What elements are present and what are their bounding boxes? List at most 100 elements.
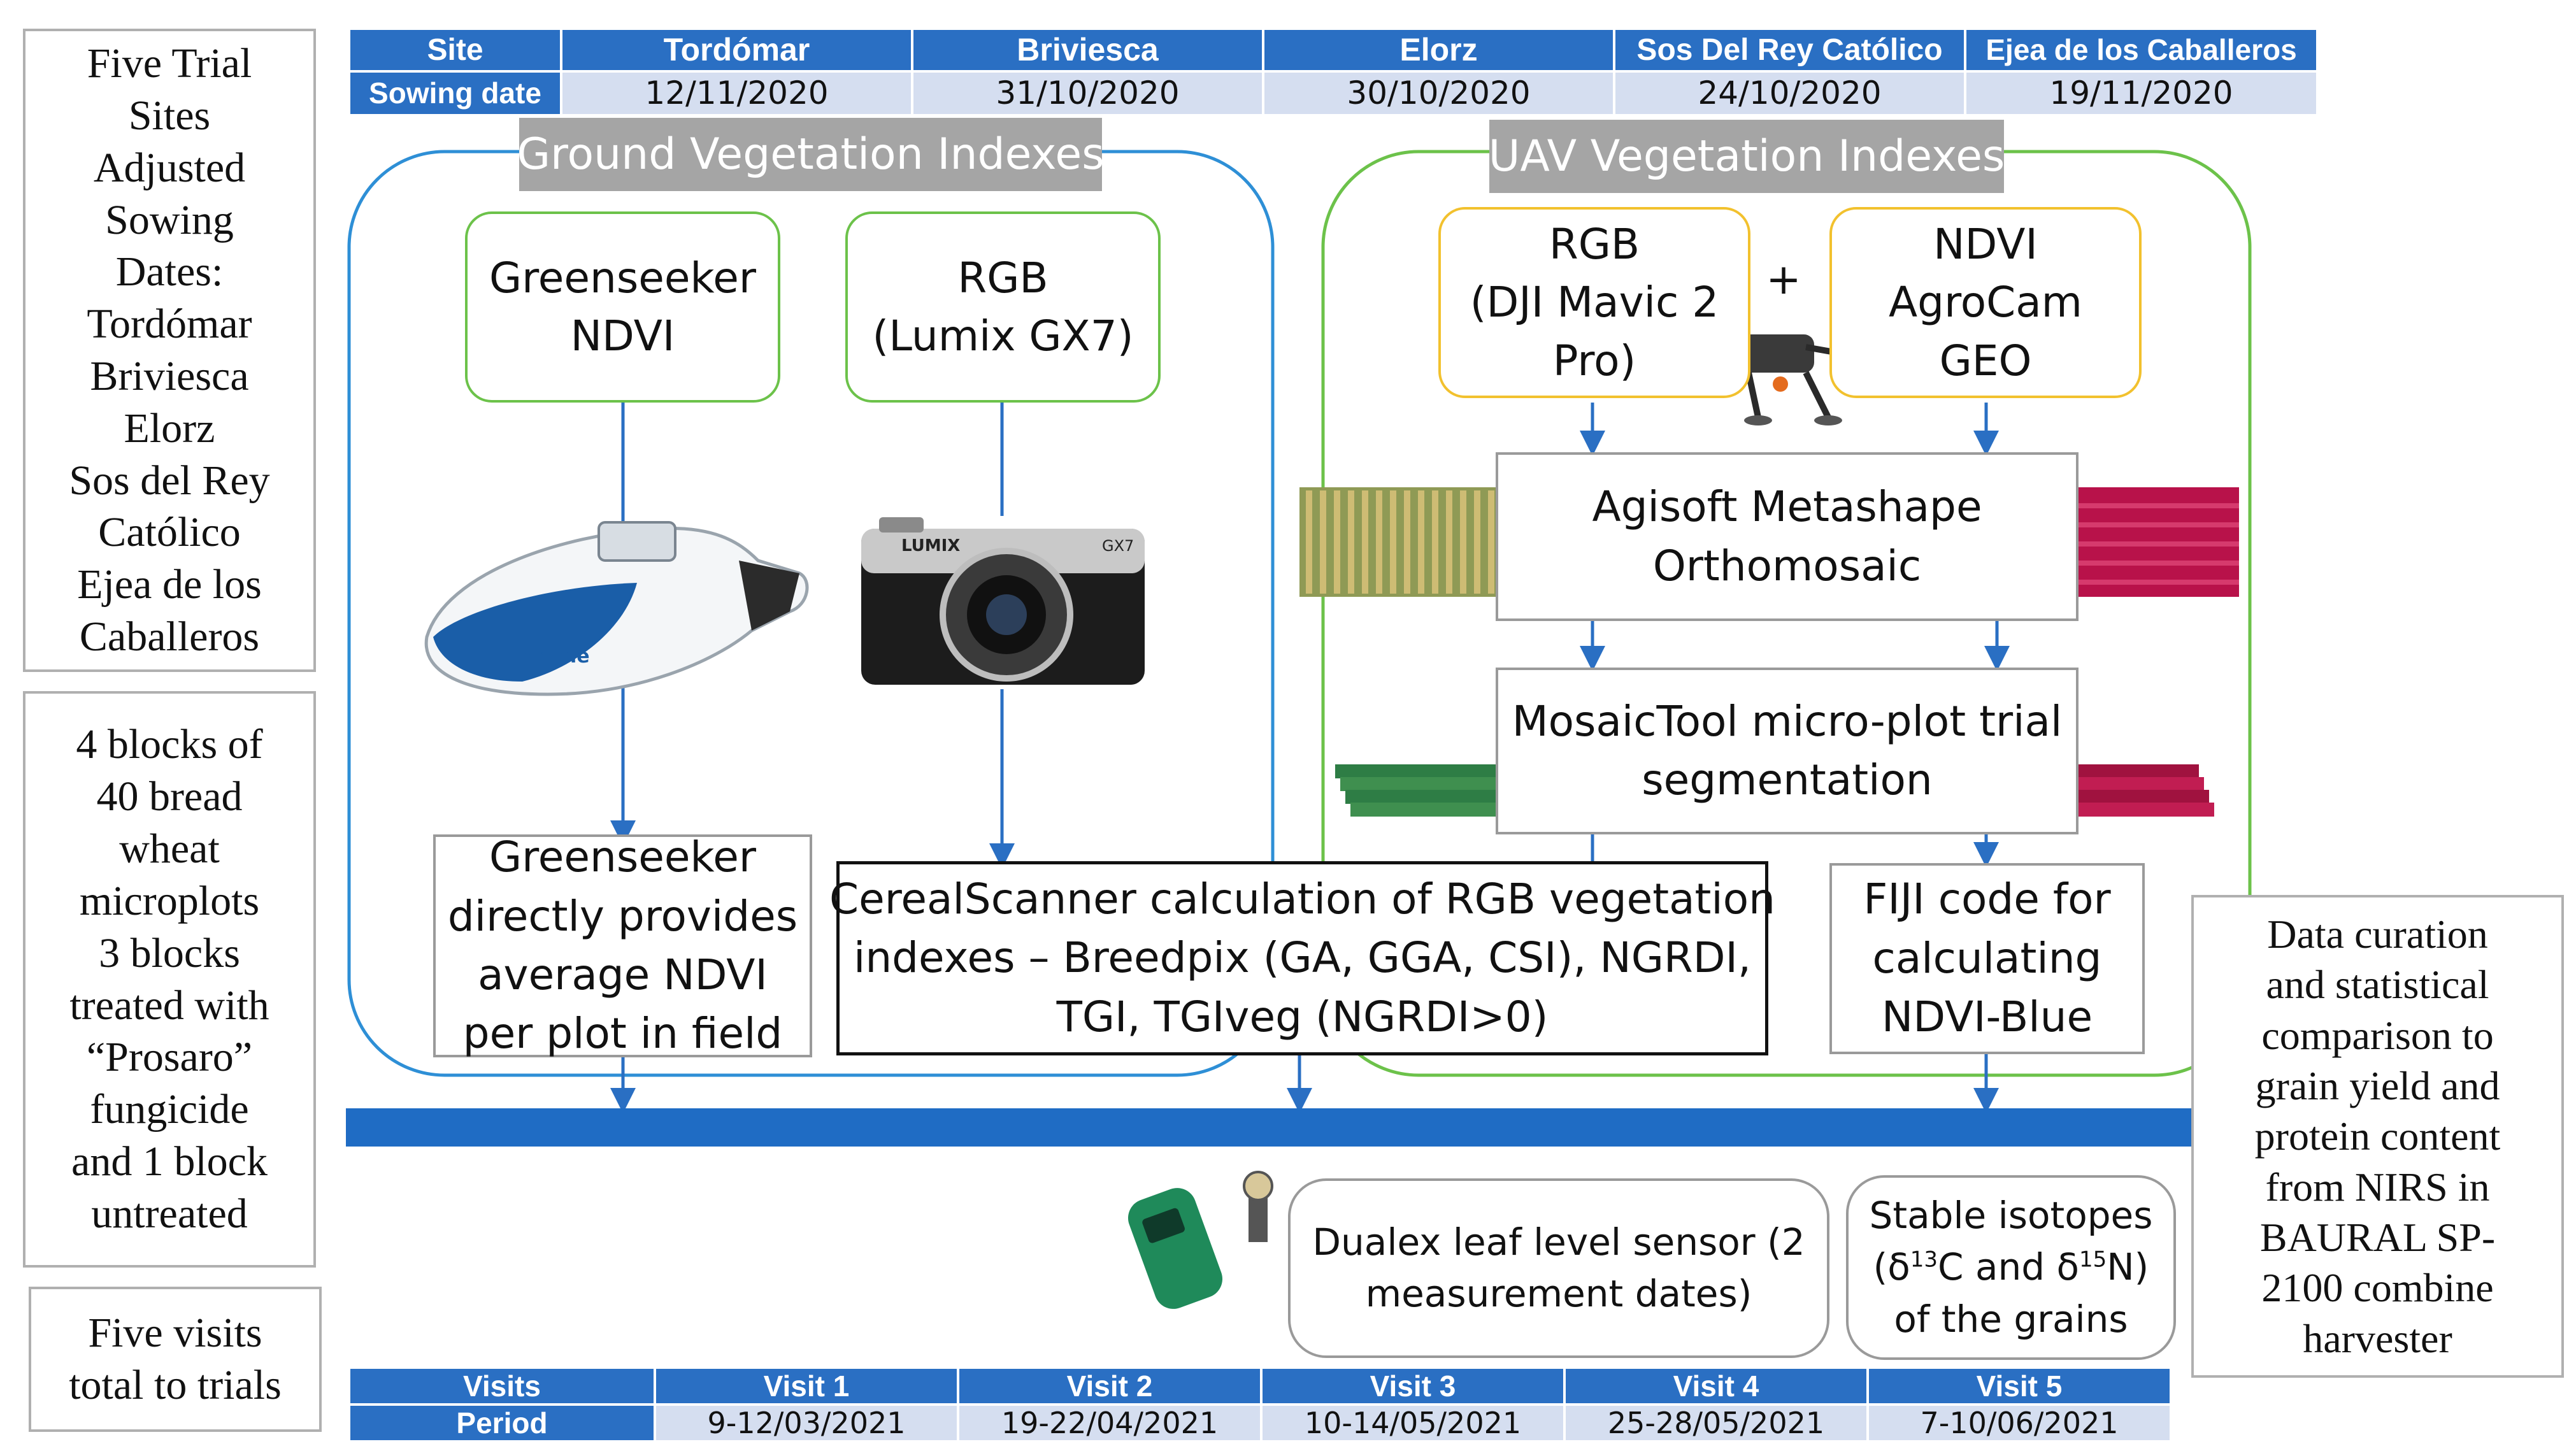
box-line: harvester [2303,1315,2452,1361]
camera-brand-text: LUMIX [901,536,960,555]
uav-section-label: UAV Vegetation Indexes [1489,120,2005,193]
box-line: (DJI Mavic 2 [1470,278,1719,327]
box-line: (Lumix GX7) [872,311,1134,361]
box-line: of the grains [1894,1297,2128,1341]
period-row: Period 9-12/03/2021 19-22/04/2021 10-14/… [348,1403,2172,1443]
box-line: calculating [1872,933,2102,983]
panel-line: 40 bread [96,773,243,820]
panel-line: “Prosaro” [86,1034,253,1081]
timeline-arrow [346,1092,2220,1162]
rgb-lumix-box: RGB (Lumix GX7) [845,211,1161,403]
agisoft-orthomosaic-box: Agisoft Metashape Orthomosaic [1496,452,2079,621]
box-line: Dualex leaf level sensor (2 [1312,1220,1805,1264]
visit-period: 10-14/05/2021 [1260,1403,1566,1443]
data-curation-box: Data curation and statistical comparison… [2191,895,2564,1378]
panel-line: Tordómar [87,301,252,348]
greenseeker-device-image: Trimble [424,521,809,696]
sowing-date: 12/11/2020 [560,69,913,117]
camera-model-text: GX7 [1102,537,1134,555]
visits-table: Visits Visit 1 Visit 2 Visit 3 Visit 4 V… [348,1366,2172,1443]
site-name: Elorz [1262,27,1615,73]
box-line: FIJI code for [1863,875,2111,924]
panel-line: fungicide [90,1086,249,1133]
box-line: grain yield and [2255,1062,2500,1108]
panel-line: Sos del Rey [69,457,270,504]
formula-part: C and δ [1938,1245,2080,1289]
greenseeker-result-box: Greenseeker directly provides average ND… [433,833,812,1058]
panel-line: total to trials [69,1362,282,1408]
box-line: Orthomosaic [1652,541,1922,590]
panel-line: Briviesca [90,353,249,399]
box-line: Agisoft Metashape [1592,482,1982,532]
panel-line: Ejea de los [77,561,262,608]
box-line: AgroCam [1889,278,2082,327]
box-line: and statistical [2266,962,2489,1008]
site-name: Ejea de los Caballeros [1964,27,2319,73]
plus-sign: + [1766,255,1801,304]
box-line: indexes – Breedpix (GA, GGA, CSI), NGRDI… [853,933,1751,983]
nitrogen-isotope-sup: 15 [2079,1247,2107,1273]
panel-line: Elorz [124,404,215,452]
panel-line: wheat [119,826,220,873]
visit-name: Visit 1 [654,1366,959,1406]
box-line: Stable isotopes [1869,1194,2153,1238]
greenseeker-ndvi-box: Greenseeker NDVI [465,211,780,403]
box-line: Data curation [2267,911,2488,957]
uav-ndvi-sensor-box: NDVI AgroCam GEO [1829,207,2142,398]
panel-line: Católico [98,509,241,556]
box-line: NDVI [570,311,675,361]
stable-isotopes-box: Stable isotopes (δ13C and δ15N) of the g… [1846,1175,2176,1360]
site-table: Site Tordómar Briviesca Elorz Sos Del Re… [348,27,2319,117]
box-line: MosaicTool micro-plot trial [1512,696,2063,746]
sowing-date: 19/11/2020 [1964,69,2319,117]
panel-line: Sites [128,92,211,139]
site-row: Site Tordómar Briviesca Elorz Sos Del Re… [348,27,2319,73]
ground-section-label: Ground Vegetation Indexes [517,118,1105,191]
box-line: TGI, TGIveg (NGRDI>0) [1056,992,1549,1041]
dualex-sensor-box: Dualex leaf level sensor (2 measurement … [1288,1178,1829,1358]
box-line: GEO [1939,336,2032,385]
box-line: measurement dates) [1365,1272,1752,1315]
box-line: Pro) [1552,336,1636,385]
box-line: protein content [2254,1113,2501,1159]
box-line: directly provides [447,891,798,941]
box-line: NDVI [1933,220,2038,269]
panel-line: treated with [69,982,269,1029]
visit-period: 19-22/04/2021 [957,1403,1263,1443]
sowing-date-label: Sowing date [348,69,562,117]
visit-period: 9-12/03/2021 [654,1403,959,1443]
box-line: RGB [1549,220,1640,269]
visit-period: 25-28/05/2021 [1563,1403,1869,1443]
box-line: RGB [957,253,1048,303]
sowing-date: 30/10/2020 [1262,69,1615,117]
cerealscanner-box: CerealScanner calculation of RGB vegetat… [829,861,1775,1055]
visits-header-label: Visits [348,1366,656,1406]
panel-line: untreated [91,1190,248,1237]
site-name: Sos Del Rey Católico [1613,27,1966,73]
visit-name: Visit 3 [1260,1366,1566,1406]
site-name: Briviesca [911,27,1264,73]
sowing-date: 31/10/2020 [911,69,1264,117]
period-label: Period [348,1403,656,1443]
visit-name: Visit 5 [1866,1366,2172,1406]
box-line: average NDVI [478,950,768,999]
blocks-text: 4 blocks of 40 bread wheat microplots 3 … [69,718,269,1240]
panel-line: and 1 block [71,1138,268,1185]
box-line: Greenseeker [489,833,757,882]
visits-row: Visits Visit 1 Visit 2 Visit 3 Visit 4 V… [348,1366,2172,1406]
isotope-formula: (δ13C and δ15N) [1870,1241,2153,1293]
box-line: Greenseeker [489,253,757,303]
lumix-camera-image: LUMIX GX7 [861,517,1145,685]
panel-line: 3 blocks [99,929,240,976]
carbon-isotope-sup: 13 [1910,1247,1938,1273]
box-line: BAURAL SP- [2259,1215,2496,1261]
trial-sites-text: Five Trial Sites Adjusted Sowing Dates: … [69,38,269,663]
box-line: NDVI-Blue [1881,992,2093,1042]
panel-line: Caballeros [79,613,260,661]
uav-rgb-sensor-box: RGB (DJI Mavic 2 Pro) [1438,207,1750,398]
box-line: per plot in field [462,1009,783,1059]
visit-name: Visit 4 [1563,1366,1869,1406]
visits-text: Five visits total to trials [69,1307,282,1412]
visit-period: 7-10/06/2021 [1866,1403,2172,1443]
site-header-label: Site [348,27,562,73]
